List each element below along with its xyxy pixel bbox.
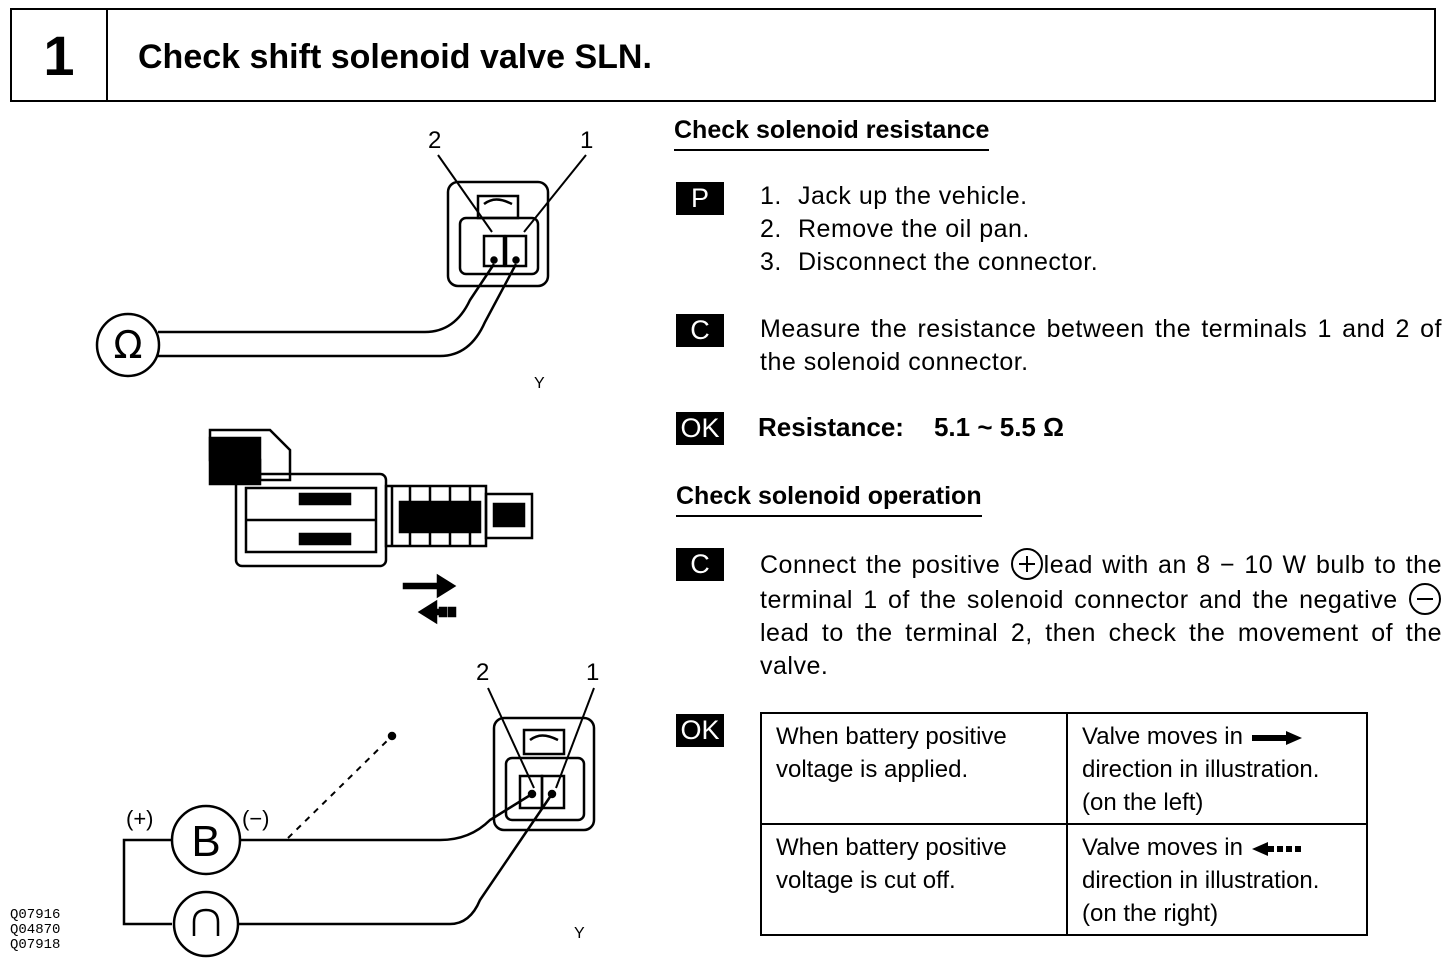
positive-label: (+): [126, 806, 154, 831]
resistance-label: Resistance:: [758, 412, 904, 442]
svg-text:Ω: Ω: [113, 323, 142, 367]
step-item: 2.Remove the oil pan.: [760, 215, 1030, 243]
step-header: 1 Check shift solenoid valve SLN.: [10, 8, 1436, 102]
badge-ok: OK: [676, 412, 724, 445]
positive-circle-icon: [1010, 548, 1043, 580]
result-cell: Valve moves in direction in illustration…: [1066, 823, 1368, 936]
check-operation-text: Connect the positive lead with an 8 − 10…: [760, 547, 1442, 683]
step-number: 1: [12, 10, 108, 100]
figure-mark-bottom: Y: [574, 925, 585, 942]
table-row: When battery positive voltage is cut off…: [760, 823, 1368, 936]
terminal-2-label-bottom: 2: [476, 659, 489, 686]
condition-cell: When battery positive voltage is cut off…: [760, 823, 1068, 936]
badge-preparation: P: [676, 182, 724, 215]
illustration-panel: 2 1 Ω Y: [95, 127, 599, 958]
badge-check: C: [676, 314, 724, 347]
resistance-spec: Resistance: 5.1 ~ 5.5 Ω: [758, 412, 1064, 443]
terminal-2-label: 2: [428, 127, 441, 154]
preparation-steps: 1.Jack up the vehicle. 2.Remove the oil …: [760, 180, 1098, 279]
figure-codes: Q07916 Q04870 Q07918: [10, 907, 61, 953]
svg-text:B: B: [191, 817, 220, 866]
terminal-1-label: 1: [580, 127, 593, 154]
operation-result-table: When battery positive voltage is applied…: [760, 712, 1368, 936]
ohmmeter-connector-diagram: 2 1 Ω Y: [95, 127, 593, 392]
solenoid-valve-illustration: [208, 428, 534, 625]
negative-label: (−): [242, 806, 270, 831]
section-title-resistance: Check solenoid resistance: [674, 116, 990, 151]
negative-circle-icon: [1409, 583, 1441, 615]
table-row: When battery positive voltage is applied…: [760, 712, 1368, 825]
badge-check-operation: C: [676, 548, 724, 581]
result-cell: Valve moves in direction in illustration…: [1066, 712, 1368, 825]
battery-bulb-diagram: 2 1 (+) (−) B Y: [122, 659, 599, 958]
solid-arrow-right-icon: [1251, 730, 1302, 745]
step-item: 3.Disconnect the connector.: [760, 248, 1099, 276]
resistance-value: 5.1 ~ 5.5 Ω: [933, 412, 1064, 442]
section-title-operation: Check solenoid operation: [676, 482, 982, 517]
badge-ok-operation: OK: [676, 714, 724, 747]
bulb-icon: [172, 890, 240, 958]
step-item: 1.Jack up the vehicle.: [760, 182, 1028, 210]
dashed-arrow-left-icon: [1251, 841, 1301, 856]
terminal-1-label-bottom: 1: [586, 659, 599, 686]
step-title: Check shift solenoid valve SLN.: [138, 38, 652, 76]
condition-cell: When battery positive voltage is applied…: [760, 712, 1068, 825]
figure-mark-top: Y: [534, 375, 545, 392]
check-resistance-text: Measure the resistance between the termi…: [760, 315, 1442, 376]
ohmmeter-icon: [95, 312, 161, 378]
